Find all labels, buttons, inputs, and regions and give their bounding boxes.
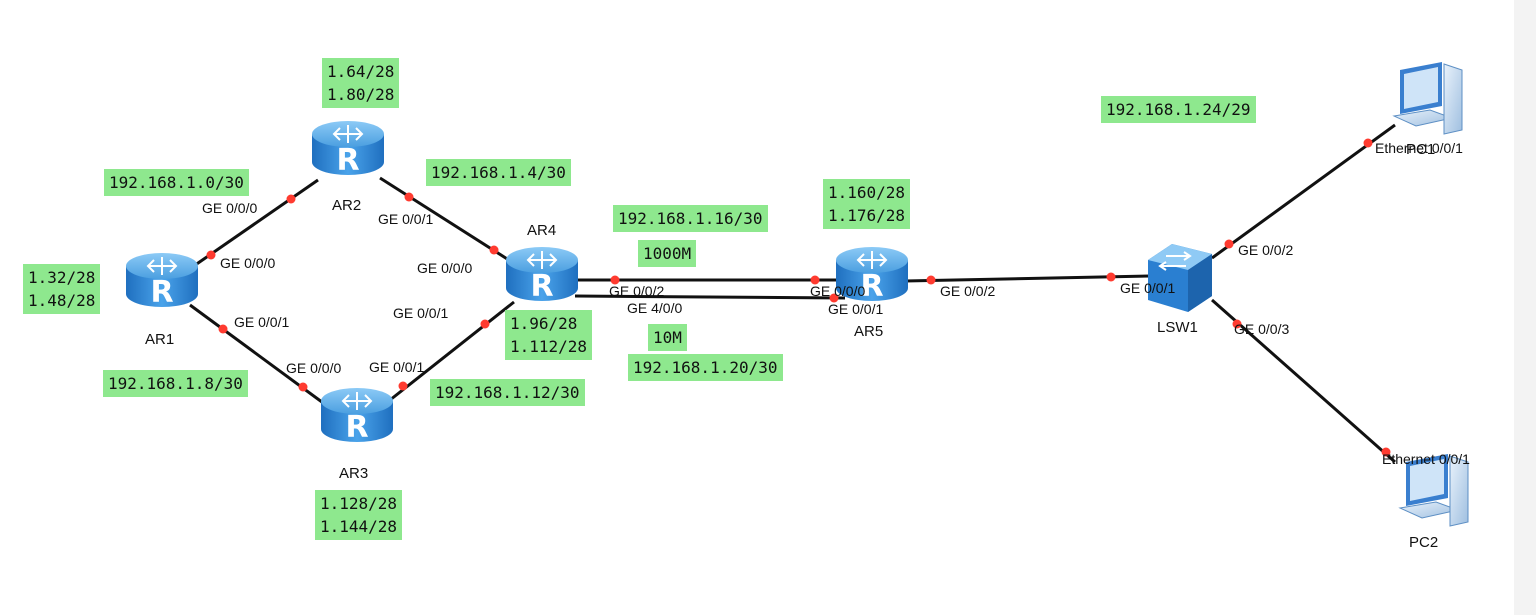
port-dot <box>610 275 620 285</box>
link-lsw1-pc1[interactable] <box>1211 123 1396 260</box>
port-dot <box>1232 319 1242 329</box>
iface-lsw1-ge002: GE 0/0/2 <box>1238 242 1294 258</box>
note-ar3-loopbacks: 1.128/28 1.144/28 <box>315 490 403 540</box>
iface-ar2-ge000: GE 0/0/0 <box>202 200 258 216</box>
note-upper-bandwidth: 1000M <box>638 240 697 267</box>
port-dot <box>404 192 414 202</box>
router-icon: R <box>126 253 198 310</box>
switch-lsw1[interactable] <box>1148 244 1212 312</box>
svg-text:R: R <box>345 410 368 445</box>
port-dot <box>926 275 936 285</box>
device-label-pc2: PC2 <box>1409 534 1439 551</box>
port-dot <box>298 382 308 392</box>
device-label-pc1: PC1 <box>1406 141 1436 158</box>
port-dot <box>286 194 296 204</box>
pc-pc1[interactable] <box>1392 62 1463 135</box>
iface-ar4-ge001: GE 0/0/1 <box>393 305 449 321</box>
router-ar4[interactable]: R <box>506 247 578 304</box>
port-dot <box>489 245 499 255</box>
port-dot <box>398 381 408 391</box>
iface-ar4-ge400: GE 4/0/0 <box>627 300 683 316</box>
switch-icon <box>1148 244 1212 312</box>
svg-text:R: R <box>860 269 883 304</box>
note-lan-network: 192.168.1.24/29 <box>1101 96 1256 123</box>
iface-ar3-ge001: GE 0/0/1 <box>369 359 425 375</box>
iface-ar4-ge002: GE 0/0/2 <box>609 283 665 299</box>
router-icon: R <box>836 247 908 304</box>
svg-text:R: R <box>336 143 359 178</box>
note-ar4-loopbacks: 1.96/28 1.112/28 <box>505 310 593 360</box>
port-dots <box>206 138 1391 457</box>
note-ar1-ar2-network: 192.168.1.0/30 <box>104 169 249 196</box>
iface-ar5-ge002: GE 0/0/2 <box>940 283 996 299</box>
port-dot <box>1224 239 1234 249</box>
device-label-ar2: AR2 <box>332 197 362 214</box>
note-ar2-loopbacks: 1.64/28 1.80/28 <box>322 58 400 108</box>
note-ar5-loopbacks: 1.160/28 1.176/28 <box>823 179 911 229</box>
router-ar1[interactable]: R <box>126 253 198 310</box>
router-icon: R <box>321 388 393 445</box>
note-ar2-ar4-network: 192.168.1.4/30 <box>426 159 571 186</box>
link-lsw1-pc2[interactable] <box>1211 298 1396 464</box>
note-ar4-ar5-upper-network: 192.168.1.16/30 <box>613 205 768 232</box>
vertical-scrollbar[interactable] <box>1514 0 1536 615</box>
port-dot <box>810 275 820 285</box>
iface-pc2-eth001: Ethernet 0/0/1 <box>1382 451 1470 467</box>
device-label-ar5: AR5 <box>854 323 884 340</box>
svg-text:R: R <box>530 269 553 304</box>
note-ar3-ar4-network: 192.168.1.12/30 <box>430 379 585 406</box>
device-label-ar1: AR1 <box>145 331 175 348</box>
links <box>187 123 1396 464</box>
iface-pc1-eth001: Ethernet 0/0/1 <box>1375 140 1463 156</box>
svg-text:R: R <box>150 275 173 310</box>
router-ar3[interactable]: R <box>321 388 393 445</box>
note-ar1-ar3-network: 192.168.1.8/30 <box>103 370 248 397</box>
port-dot <box>1363 138 1373 148</box>
router-ar2[interactable]: R <box>312 121 384 178</box>
iface-ar3-ge000: GE 0/0/0 <box>286 360 342 376</box>
link-ar3-ar4[interactable] <box>389 300 515 402</box>
note-lower-bandwidth: 10M <box>648 324 687 351</box>
iface-ar4-ge000: GE 0/0/0 <box>417 260 473 276</box>
port-dot <box>206 250 216 260</box>
iface-lsw1-ge003: GE 0/0/3 <box>1234 321 1290 337</box>
pc-icon <box>1398 454 1469 527</box>
router-ar5[interactable]: R <box>836 247 908 304</box>
link-ar4-ar5-lower[interactable] <box>574 294 846 300</box>
port-dot <box>218 324 228 334</box>
device-label-lsw1: LSW1 <box>1157 319 1198 336</box>
iface-ar2-ge001: GE 0/0/1 <box>378 211 434 227</box>
note-ar4-ar5-lower-network: 192.168.1.20/30 <box>628 354 783 381</box>
iface-ar1-ge000: GE 0/0/0 <box>220 255 276 271</box>
router-icon: R <box>312 121 384 178</box>
iface-lsw1-ge001: GE 0/0/1 <box>1120 280 1176 296</box>
device-label-ar3: AR3 <box>339 465 369 482</box>
port-dot <box>480 319 490 329</box>
pc-icon <box>1392 62 1463 135</box>
port-dot <box>1381 447 1391 457</box>
device-label-ar4: AR4 <box>527 222 557 239</box>
port-dot <box>1106 272 1116 282</box>
note-ar1-loopbacks: 1.32/28 1.48/28 <box>23 264 101 314</box>
pc-pc2[interactable] <box>1398 454 1469 527</box>
port-dot <box>829 293 839 303</box>
iface-ar1-ge001: GE 0/0/1 <box>234 314 290 330</box>
router-icon: R <box>506 247 578 304</box>
iface-ar5-ge001: GE 0/0/1 <box>828 301 884 317</box>
iface-ar5-ge000: GE 0/0/0 <box>810 283 866 299</box>
